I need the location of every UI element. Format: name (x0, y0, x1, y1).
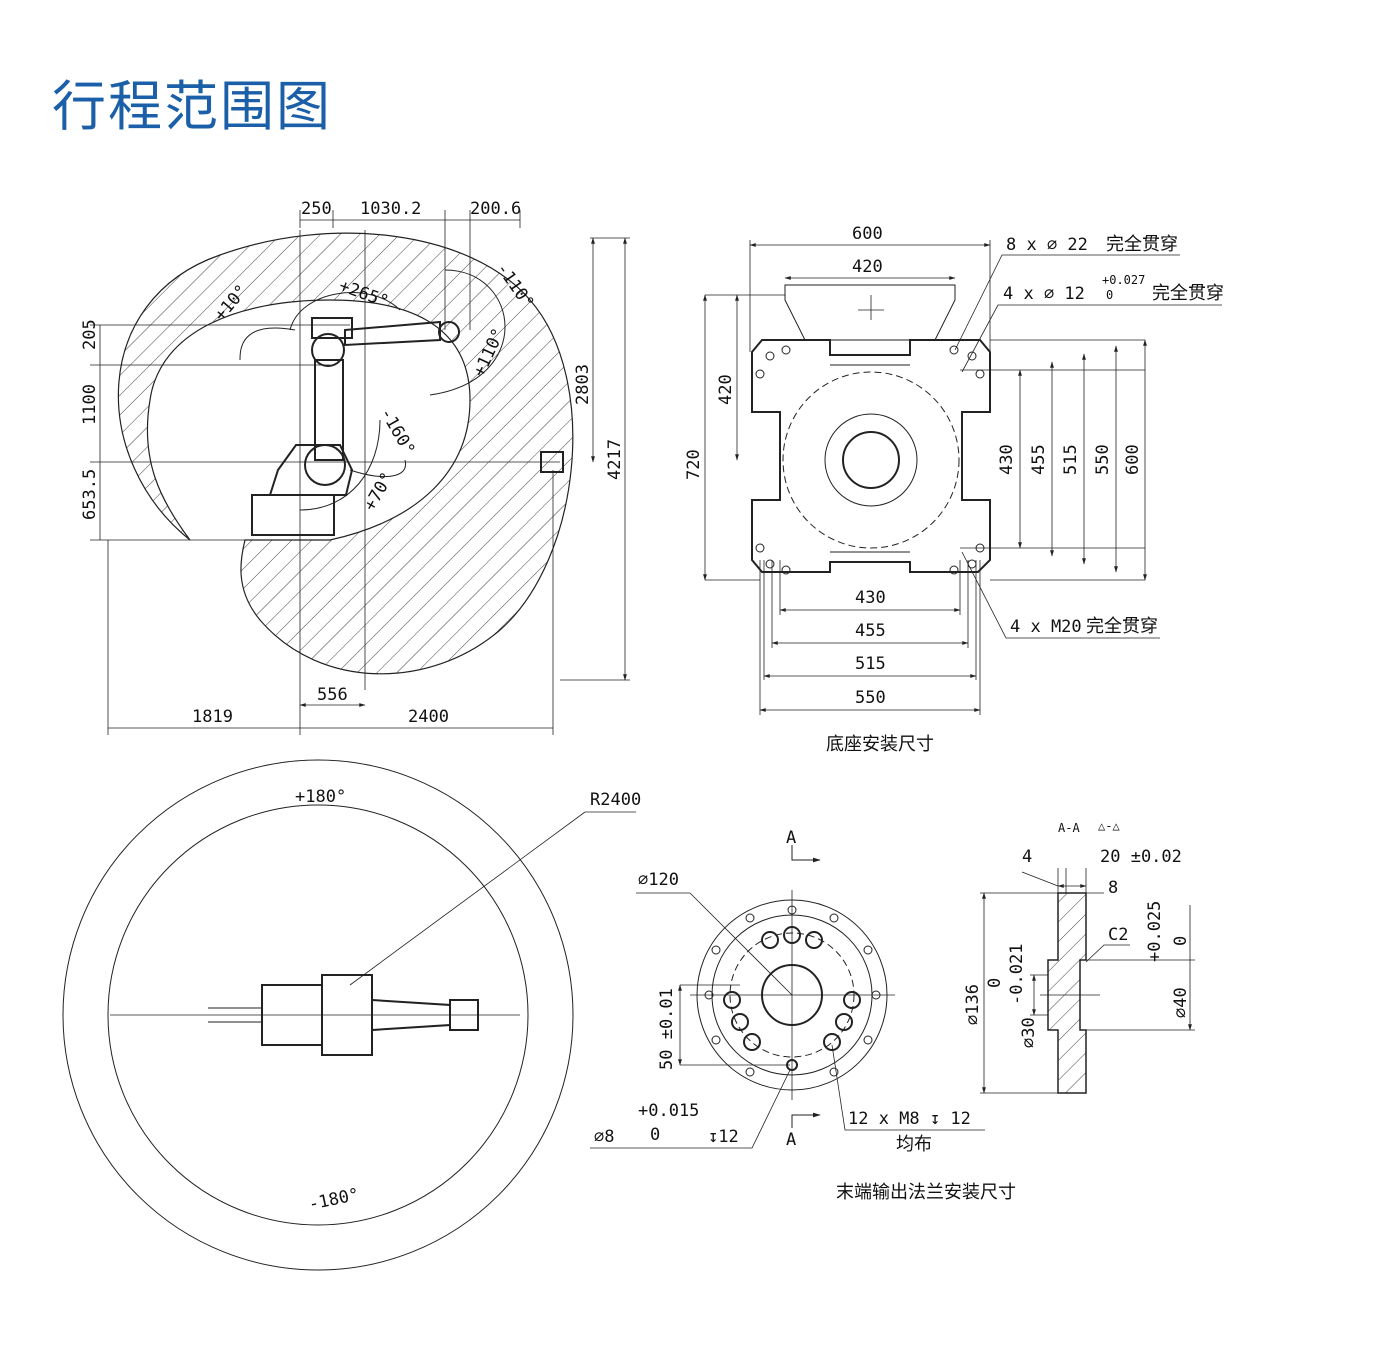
callout-m20-spec: 4 x M20 (1010, 617, 1082, 637)
section-dia40-tol-upper: +0.025 (1145, 901, 1165, 962)
page-title: 行程范围图 (52, 75, 332, 138)
dim-1030-2: 1030.2 (360, 199, 421, 219)
section-dim-8: 8 (1108, 878, 1118, 898)
base-dim-430-right: 430 (997, 444, 1017, 475)
dim-2400: 2400 (408, 707, 449, 727)
base-dim-600-right: 600 (1123, 444, 1143, 475)
thread-holes-note: 均布 (896, 1134, 932, 1155)
callout-m20-note: 完全贯穿 (1086, 616, 1158, 637)
work-envelope-hatched (117, 232, 574, 675)
callout-holes12-note: 完全贯穿 (1152, 283, 1224, 304)
section-dia30: ∅30 (1019, 1017, 1039, 1048)
angle-minus160: -160° (376, 405, 419, 459)
section-dia30-tol-lower: -0.021 (1007, 944, 1027, 1005)
top-view-angle-top: +180° (295, 787, 346, 807)
section-dia136: ∅136 (963, 984, 983, 1025)
base-dim-455-bottom: 455 (855, 621, 886, 641)
dim-205: 205 (80, 319, 100, 350)
callout-holes12-tol-upper: +0.027 (1102, 273, 1145, 287)
top-view-drawing: R2400 +180° -180° (62, 759, 641, 1271)
base-dim-515-bottom: 515 (855, 654, 886, 674)
thread-holes-spec: 12 x M8 ↧ 12 (848, 1109, 971, 1129)
dim-556: 556 (317, 685, 348, 705)
section-dia40: ∅40 (1171, 987, 1191, 1018)
side-view-drawing: 250 1030.2 200.6 205 1100 653.5 2803 421… (80, 199, 630, 735)
callout-holes12-tol-lower: 0 (1106, 288, 1113, 302)
section-dia30-tol-upper: 0 (985, 978, 1005, 988)
base-mount-caption: 底座安装尺寸 (826, 734, 934, 755)
callout-holes22-note: 完全贯穿 (1106, 234, 1178, 255)
dim-250: 250 (301, 199, 332, 219)
section-chamfer: C2 (1108, 925, 1128, 945)
angle-plus70: +70° (360, 469, 398, 514)
base-dim-720-left: 720 (684, 449, 704, 480)
dim-200-6: 200.6 (470, 199, 521, 219)
dim-1100: 1100 (80, 384, 100, 425)
pin-hole-dia: ∅8 (594, 1127, 614, 1147)
flange-section-mark-bottom: A (786, 1130, 796, 1150)
flange-drawing: A A ∅120 50 ±0.01 ∅8 +0.015 0 ↧12 12 x M… (590, 819, 1195, 1203)
pin-hole-tol-upper: +0.015 (638, 1101, 699, 1121)
section-dim-4: 4 (1022, 847, 1032, 867)
dim-653-5: 653.5 (80, 469, 100, 520)
section-dia40-tol-lower: 0 (1171, 936, 1191, 946)
section-scale: △-△ (1098, 819, 1120, 833)
dim-2803: 2803 (573, 364, 593, 405)
dim-4217: 4217 (605, 439, 625, 480)
base-dim-420-top: 420 (852, 257, 883, 277)
top-view-angle-bottom: -180° (307, 1185, 361, 1215)
dim-1819: 1819 (192, 707, 233, 727)
top-view-radius: R2400 (590, 790, 641, 810)
base-dim-550-bottom: 550 (855, 688, 886, 708)
base-dim-420-left: 420 (716, 374, 736, 405)
base-dim-600-top: 600 (852, 224, 883, 244)
base-dim-550-right: 550 (1093, 444, 1113, 475)
callout-holes22-spec: 8 x ∅ 22 (1006, 235, 1088, 255)
flange-dia120: ∅120 (638, 870, 679, 890)
base-mount-drawing: 600 420 420 720 430 455 515 550 600 (684, 224, 1224, 755)
section-title: A-A (1058, 821, 1080, 835)
section-dim-20: 20 ±0.02 (1100, 847, 1182, 867)
flange-section-mark-top: A (786, 828, 796, 848)
callout-holes12-spec: 4 x ∅ 12 (1003, 284, 1085, 304)
pin-hole-tol-lower: 0 (650, 1125, 660, 1145)
pin-hole-depth: ↧12 (708, 1127, 739, 1147)
flange-caption: 末端输出法兰安装尺寸 (836, 1182, 1016, 1203)
base-dim-515-right: 515 (1061, 444, 1081, 475)
flange-dim-50: 50 ±0.01 (657, 988, 677, 1070)
base-dim-430-bottom: 430 (855, 588, 886, 608)
base-dim-455-right: 455 (1029, 444, 1049, 475)
